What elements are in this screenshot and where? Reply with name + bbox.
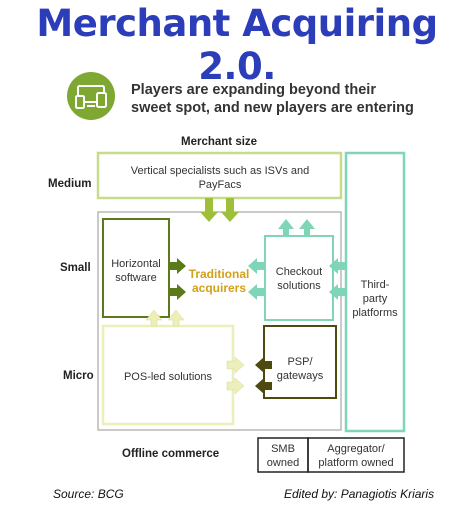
headline-line-2: sweet spot, and new players are entering	[131, 100, 414, 116]
horizontal-line-2: software	[115, 272, 157, 284]
third-party-arrows	[329, 258, 346, 300]
pos-up-arrows	[145, 309, 185, 327]
vertical-line-1: Vertical specialists such as ISVs and	[130, 165, 310, 177]
horizontal-software-text: Horizontal software	[104, 257, 168, 285]
psp-line-2: gateways	[276, 370, 324, 382]
traditional-line-2: acquirers	[191, 281, 247, 295]
pos-led-box	[101, 324, 235, 426]
page-title: Merchant Acquiring 2.0.	[36, 2, 438, 88]
horizontal-arrows	[169, 258, 186, 300]
pos-led-text: POS-led solutions	[123, 371, 213, 383]
pos-right-arrows	[226, 356, 245, 395]
legend-aggregator-box	[307, 437, 405, 473]
headline: Players are expanding beyond their sweet…	[131, 81, 451, 117]
legend-smb-text: SMB owned	[259, 442, 307, 470]
legend-smb-line-2: owned	[266, 457, 300, 469]
traditional-acquirers-label: Traditional acquirers	[176, 267, 262, 295]
devices-icon	[66, 71, 116, 121]
third-party-text: Third- party platforms	[347, 278, 403, 320]
row-label-micro: Micro	[63, 370, 94, 382]
legend-aggregator-text: Aggregator/ platform owned	[309, 442, 403, 470]
psp-line-1: PSP/	[287, 356, 313, 368]
vertical-specialists-box	[96, 151, 343, 200]
third-line-3: platforms	[352, 307, 398, 319]
legend-agg-line-1: Aggregator/	[327, 443, 385, 455]
psp-left-arrows	[255, 357, 272, 394]
row-label-medium: Medium	[48, 178, 92, 190]
checkout-left-arrows	[248, 258, 265, 300]
down-arrows	[200, 198, 239, 222]
offline-commerce-label: Offline commerce	[122, 448, 220, 460]
checkout-box	[264, 235, 334, 321]
third-line-2: party	[362, 293, 388, 305]
traditional-line-1: Traditional	[188, 267, 250, 281]
merchant-size-label: Merchant size	[181, 136, 258, 148]
source-note: Source: BCG	[53, 487, 124, 501]
horizontal-line-1: Horizontal	[111, 258, 161, 270]
matrix-frame	[97, 211, 342, 431]
psp-text: PSP/ gateways	[265, 355, 335, 383]
legend-agg-line-2: platform owned	[318, 457, 394, 469]
legend-smb-line-1: SMB	[271, 443, 295, 455]
vertical-line-2: PayFacs	[198, 179, 242, 191]
headline-line-1: Players are expanding beyond their	[131, 82, 376, 98]
vertical-specialists-text: Vertical specialists such as ISVs and Pa…	[104, 164, 336, 192]
row-label-small: Small	[60, 262, 91, 274]
checkout-text: Checkout solutions	[266, 265, 332, 293]
checkout-up-arrows	[278, 219, 315, 236]
checkout-line-1: Checkout	[275, 266, 323, 278]
checkout-line-2: solutions	[277, 280, 321, 292]
third-line-1: Third-	[360, 279, 390, 291]
edited-by-note: Edited by: Panagiotis Kriaris	[284, 487, 435, 501]
